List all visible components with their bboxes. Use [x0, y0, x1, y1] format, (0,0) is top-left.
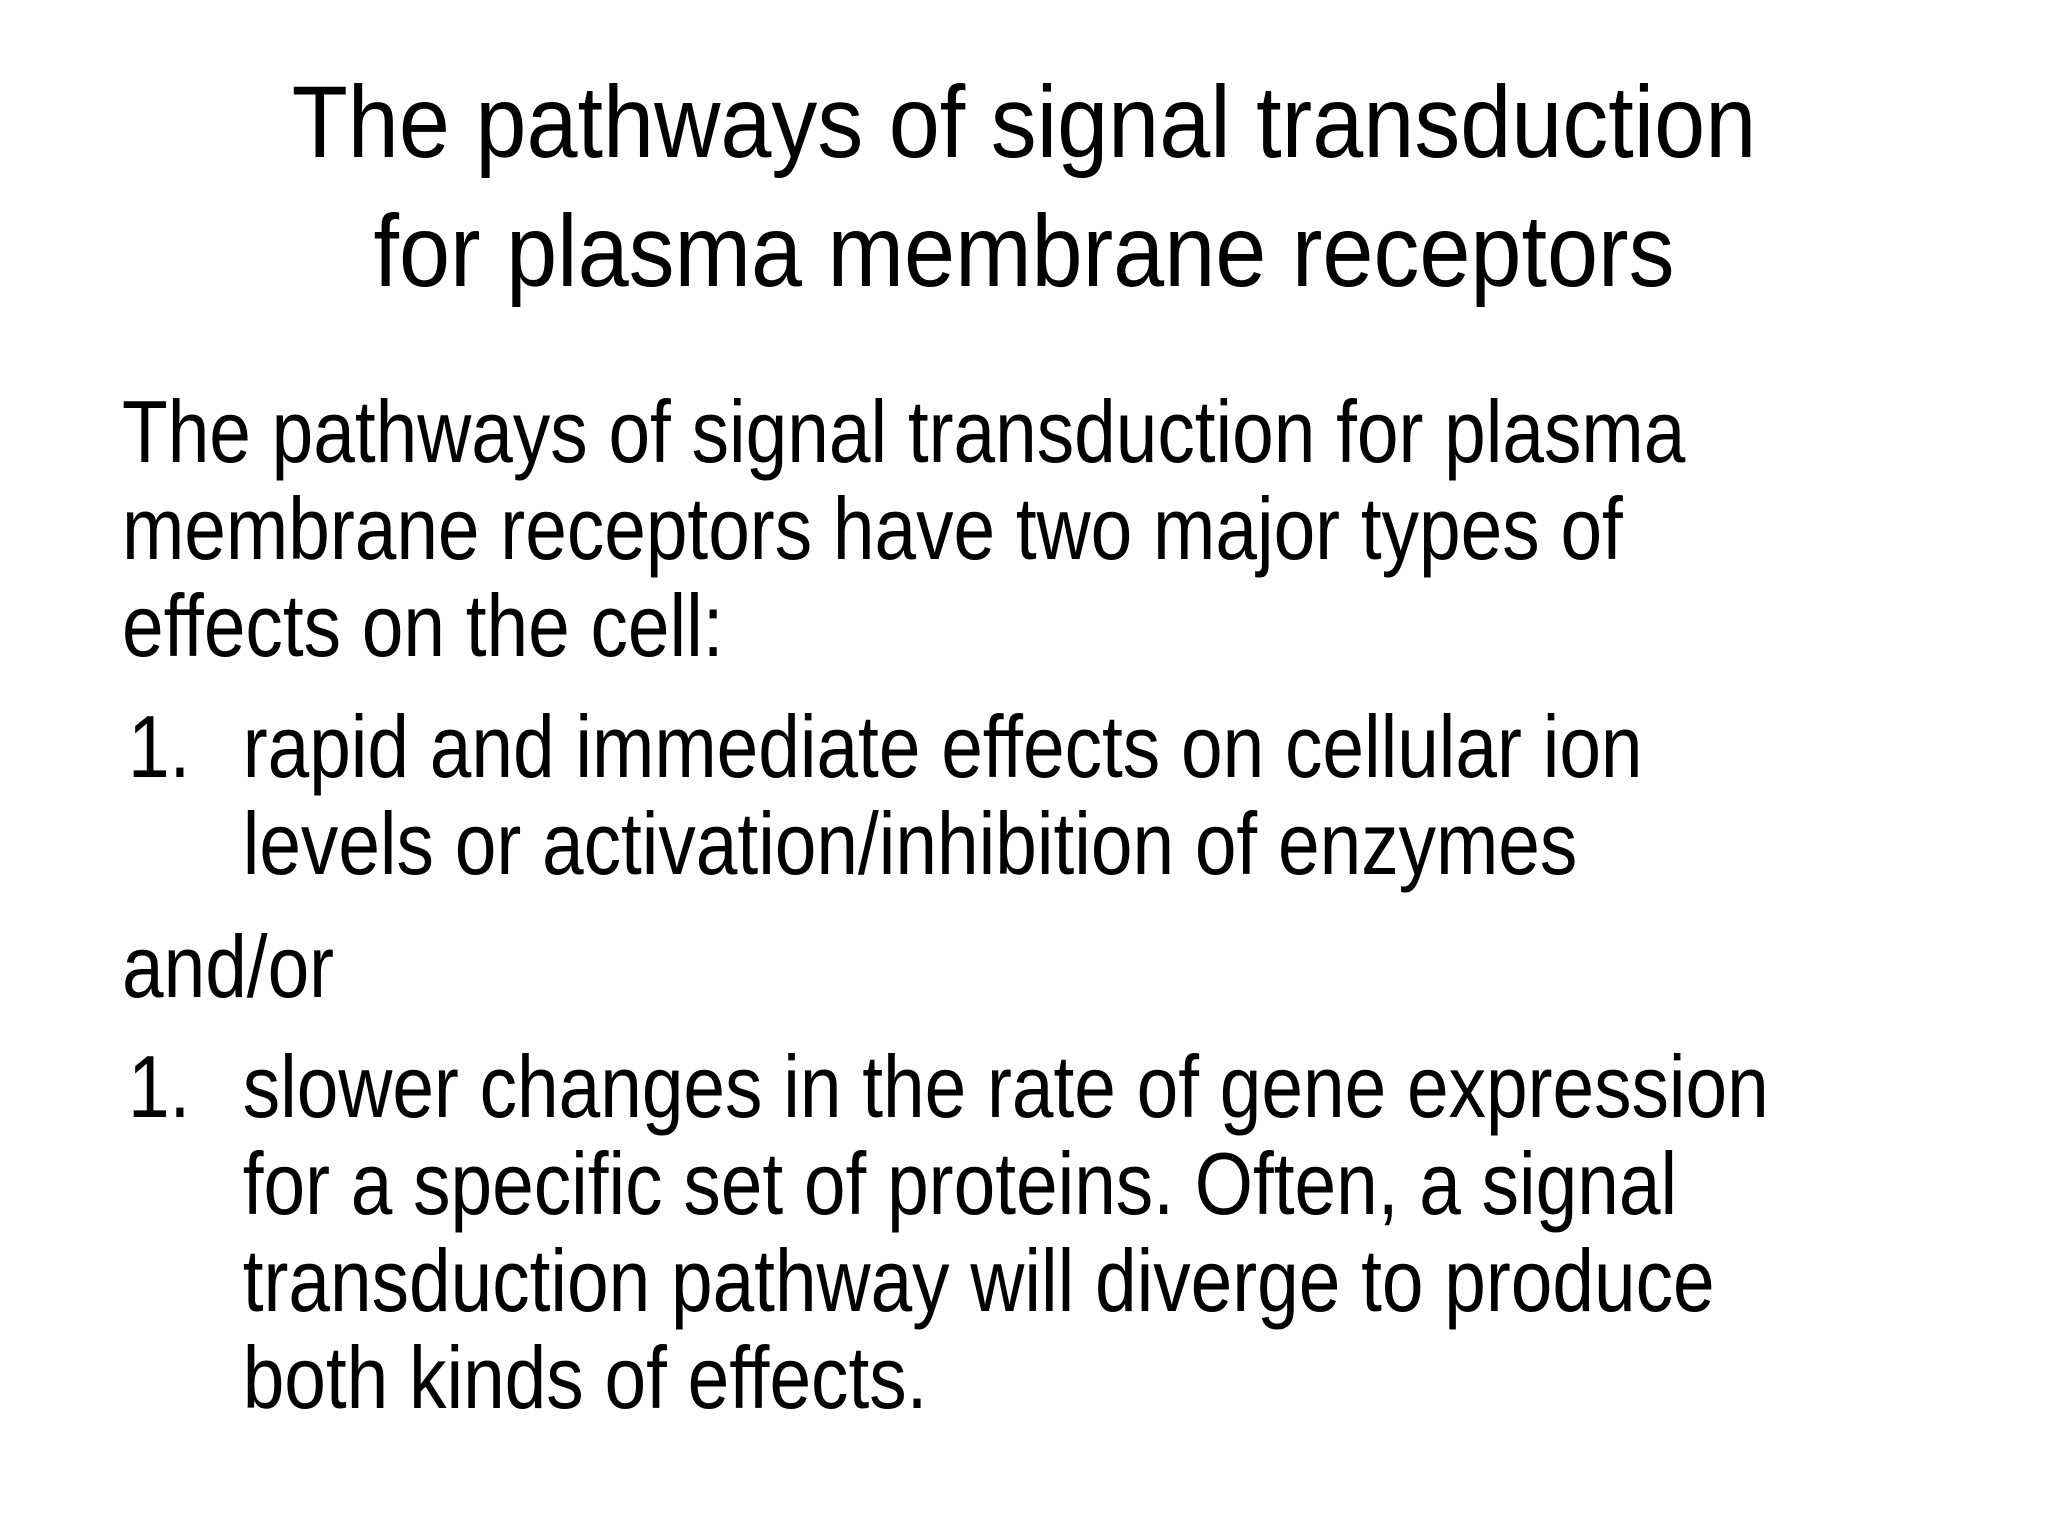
- connector-paragraph: and/or: [122, 918, 334, 1015]
- list-item-2-number: 1.: [127, 1037, 191, 1136]
- list-item-2-text: slower changes in the rate of gene expre…: [243, 1038, 1769, 1426]
- list-item-2-line-4: both kinds of effects.: [242, 1328, 928, 1427]
- intro-paragraph: The pathways of signal transduction for …: [122, 383, 1685, 674]
- list-item-2-line-1: slower changes in the rate of gene expre…: [242, 1037, 1769, 1136]
- list-item-2-line-3: transduction pathway will diverge to pro…: [242, 1231, 1715, 1330]
- connector-text: and/or: [122, 917, 335, 1016]
- title-line-1: The pathways of signal transduction: [291, 65, 1757, 179]
- list-item-1-number: 1.: [127, 697, 191, 796]
- list-item-1-line-1: rapid and immediate effects on cellular …: [242, 697, 1643, 796]
- title-line-2: for plasma membrane receptors: [373, 194, 1675, 308]
- numbered-list-item-1: 1. rapid and immediate effects on cellul…: [122, 698, 1643, 892]
- numbered-list-item-2: 1. slower changes in the rate of gene ex…: [122, 1038, 1769, 1426]
- intro-line-1: The pathways of signal transduction for …: [122, 382, 1686, 481]
- intro-line-3: effects on the cell:: [122, 576, 724, 675]
- list-item-2-line-2: for a specific set of proteins. Often, a…: [242, 1134, 1678, 1233]
- list-item-1-text: rapid and immediate effects on cellular …: [243, 698, 1643, 892]
- slide-title: The pathways of signal transduction for …: [102, 58, 1945, 316]
- intro-line-2: membrane receptors have two major types …: [122, 479, 1623, 578]
- list-item-1-line-2: levels or activation/inhibition of enzym…: [242, 794, 1578, 893]
